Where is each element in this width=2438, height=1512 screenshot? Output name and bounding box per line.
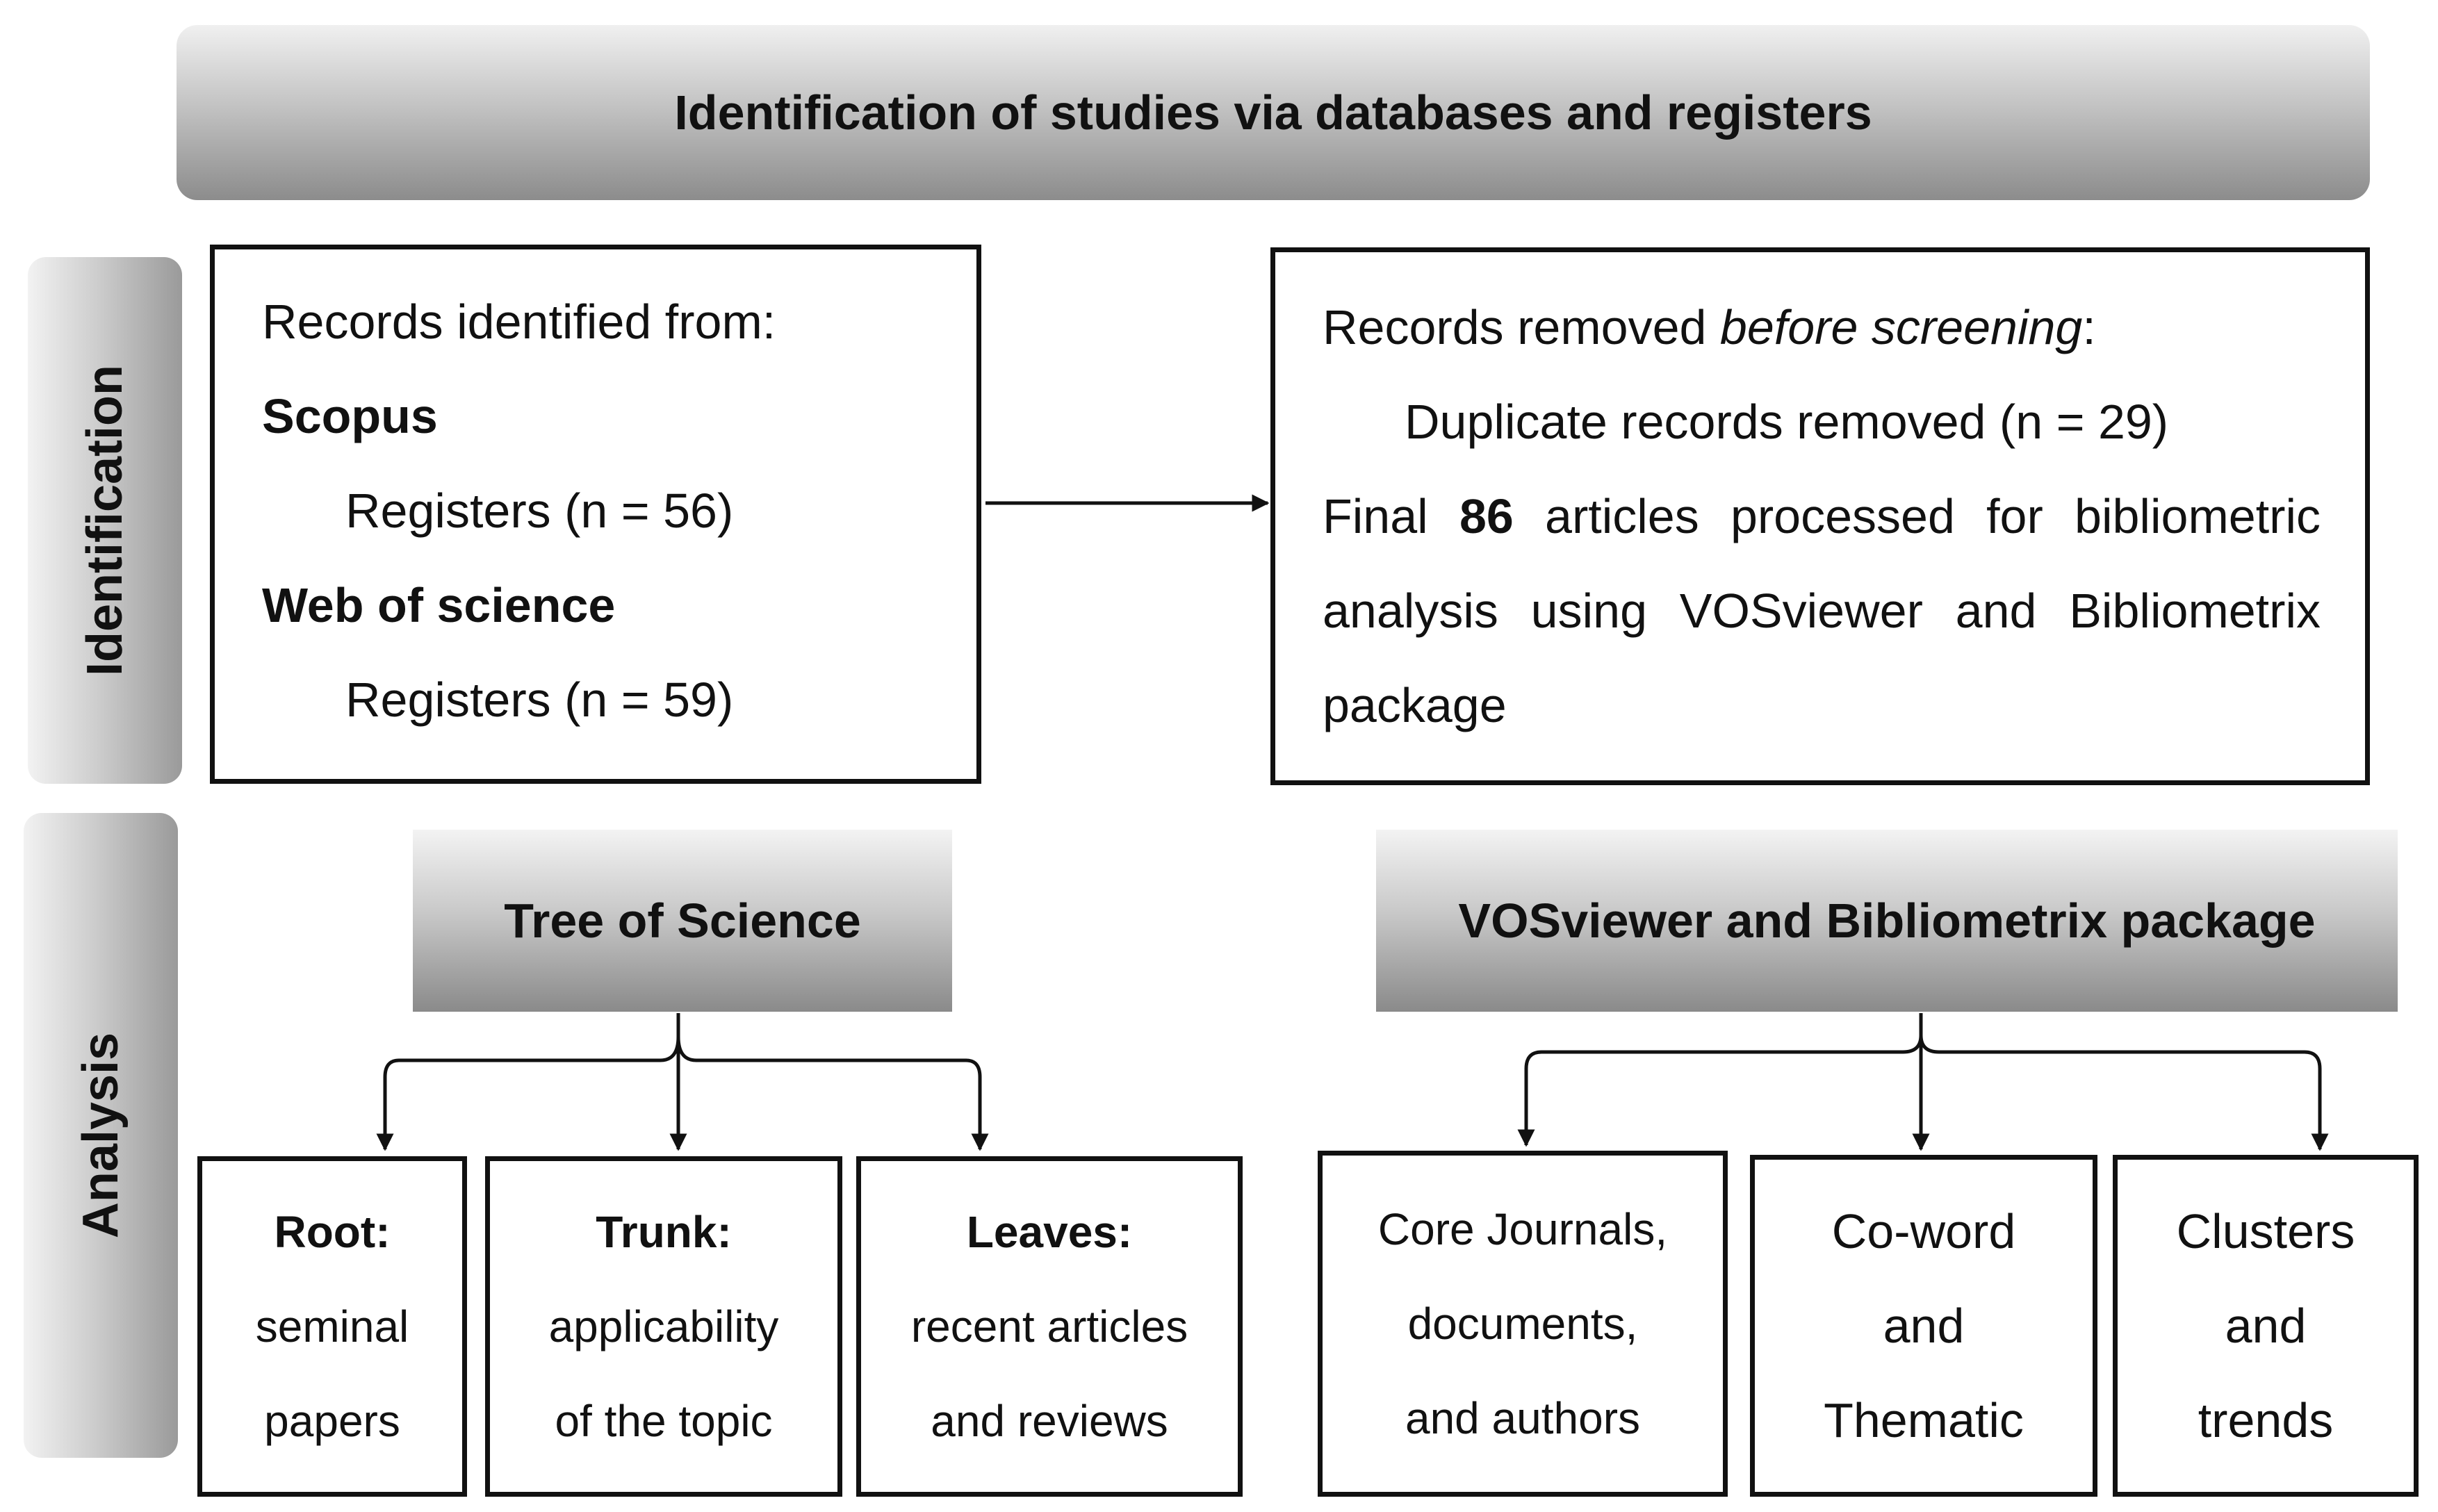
tos-leaves-label: Leaves: [966,1207,1133,1257]
tos-leaves-line1: recent articles [910,1301,1188,1351]
source-scopus: Scopus [262,389,438,443]
tos-root-line1: seminal [255,1301,409,1351]
final-articles-line: Final 86 articles processed for bibliome… [1323,489,2321,543]
vos-coword-line2: and [1883,1299,1965,1353]
banner-title: Identification of studies via databases … [674,85,1872,140]
vos-clusters-line3: trends [2198,1393,2334,1447]
tos-root-box: Root: seminal papers [197,1156,467,1497]
records-identified-box: Records identified from: Scopus Register… [210,245,981,784]
vos-core-line1: Core Journals, [1377,1204,1668,1254]
tos-root-line2: papers [264,1396,400,1446]
side-tab-identification: Identification [28,257,182,784]
tos-leaves-box: Leaves: recent articles and reviews [856,1156,1243,1497]
records-removed-heading: Records removed before screening: [1323,300,2096,354]
vos-brace [1524,1013,2322,1078]
tree-of-science-header: Tree of Science [413,830,952,1012]
vos-coword-box: Co-word and Thematic [1750,1155,2097,1497]
vos-core-line2: documents, [1407,1299,1638,1349]
vosviewer-title: VOSviewer and Bibliometrix package [1458,894,2316,948]
tos-leaves-line2: and reviews [931,1396,1168,1446]
duplicates-removed: Duplicate records removed (n = 29) [1405,395,2169,449]
final-articles-line-2: analysis using VOSviewer and Bibliometri… [1323,584,2321,638]
records-identified-heading: Records identified from: [262,295,776,349]
vos-coword-line3: Thematic [1824,1393,2024,1447]
final-articles-line-3: package [1323,678,1507,732]
source-web-of-science: Web of science [262,578,616,632]
vos-clusters-box: Clusters and trends [2113,1155,2419,1497]
vosviewer-header: VOSviewer and Bibliometrix package [1376,830,2398,1012]
tos-trunk-line2: of the topic [555,1396,773,1446]
tos-brace [383,1013,982,1084]
side-tab-analysis: Analysis [24,813,178,1458]
wos-registers: Registers (n = 59) [345,673,734,727]
tos-root-label: Root: [274,1207,391,1257]
vos-clusters-line2: and [2225,1299,2307,1353]
final-count: 86 [1459,489,1514,543]
tos-trunk-line1: applicability [548,1301,779,1351]
tos-trunk-label: Trunk: [596,1207,732,1257]
records-removed-box: Records removed before screening: Duplic… [1270,247,2370,785]
vos-coword-line1: Co-word [1831,1204,2016,1258]
tree-of-science-title: Tree of Science [504,894,861,948]
vos-core-box: Core Journals, documents, and authors [1318,1151,1728,1497]
tos-trunk-box: Trunk: applicability of the topic [485,1156,842,1497]
scopus-registers: Registers (n = 56) [345,484,734,538]
vos-core-line3: and authors [1405,1393,1641,1443]
vos-clusters-line1: Clusters [2176,1204,2355,1258]
identification-banner: Identification of studies via databases … [177,25,2370,200]
